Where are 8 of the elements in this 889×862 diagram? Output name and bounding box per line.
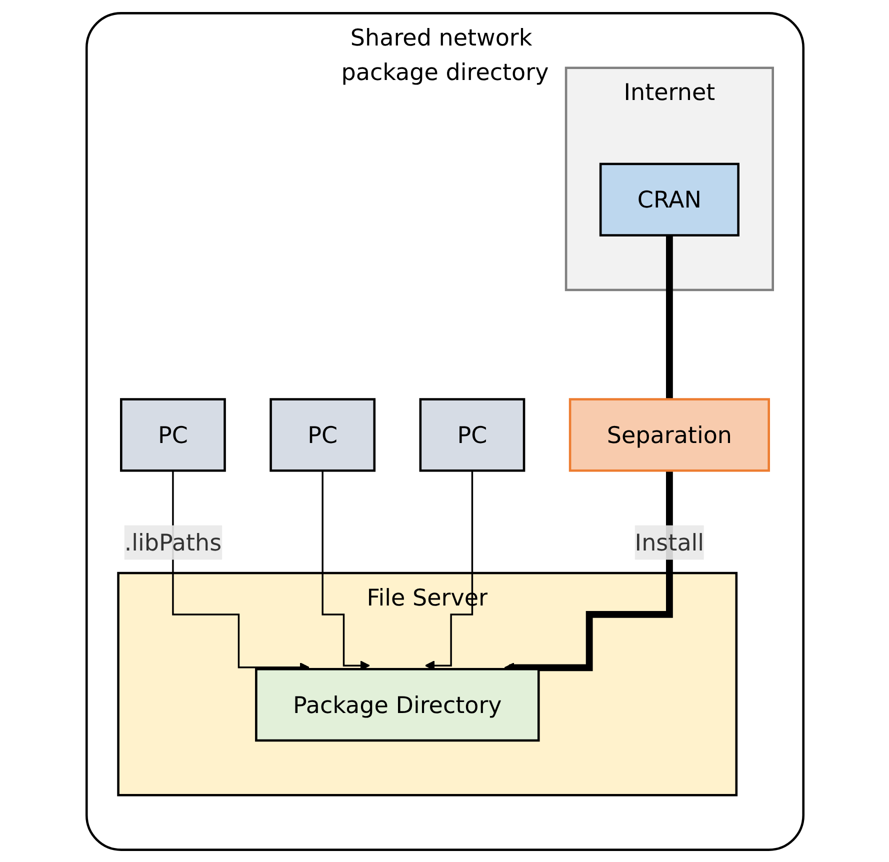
node-box: Separation xyxy=(568,398,770,472)
edge-label: Install xyxy=(634,528,704,556)
node-box: PC xyxy=(269,398,376,472)
edge-label: .libPaths xyxy=(124,528,222,556)
node-box: Package Directory xyxy=(254,667,540,742)
node-box: PC xyxy=(120,398,226,472)
node-box: PC xyxy=(418,398,525,472)
node-box: CRAN xyxy=(598,162,739,236)
